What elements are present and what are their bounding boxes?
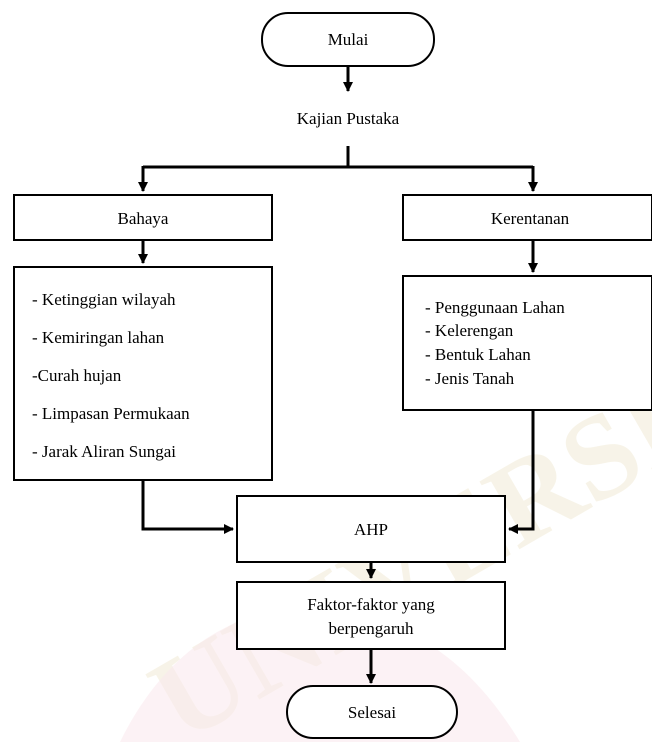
vulnerability-criteria-box (402, 275, 652, 411)
vulnerability-item: - Bentuk Lahan (425, 345, 531, 364)
ahp-label: AHP (354, 520, 388, 539)
vulnerability-label: Kerentanan (491, 209, 570, 228)
hazard-item: - Jarak Aliran Sungai (32, 442, 176, 461)
factors-label-line2: berpengaruh (329, 619, 414, 638)
hazard-criteria-box (13, 266, 273, 481)
hazard-item: - Limpasan Permukaan (32, 404, 190, 423)
literature-label: Kajian Pustaka (297, 109, 400, 128)
start-label: Mulai (328, 30, 369, 49)
arrow-hazard-ahp (141, 480, 234, 534)
hazard-item: - Kemiringan lahan (32, 328, 165, 347)
factors-label-line1: Faktor-faktor yang (307, 595, 435, 614)
vulnerability-item: - Jenis Tanah (425, 369, 515, 388)
end-terminal (286, 685, 458, 739)
hazard-item: -Curah hujan (32, 366, 122, 385)
hazard-label: Bahaya (118, 209, 169, 228)
vulnerability-item: - Penggunaan Lahan (425, 298, 565, 317)
vulnerability-item: - Kelerengan (425, 321, 514, 340)
vulnerability-box (402, 194, 652, 241)
hazard-box (13, 194, 273, 241)
factors-box (236, 581, 506, 650)
end-label: Selesai (348, 703, 396, 722)
hazard-item: - Ketinggian wilayah (32, 290, 176, 309)
